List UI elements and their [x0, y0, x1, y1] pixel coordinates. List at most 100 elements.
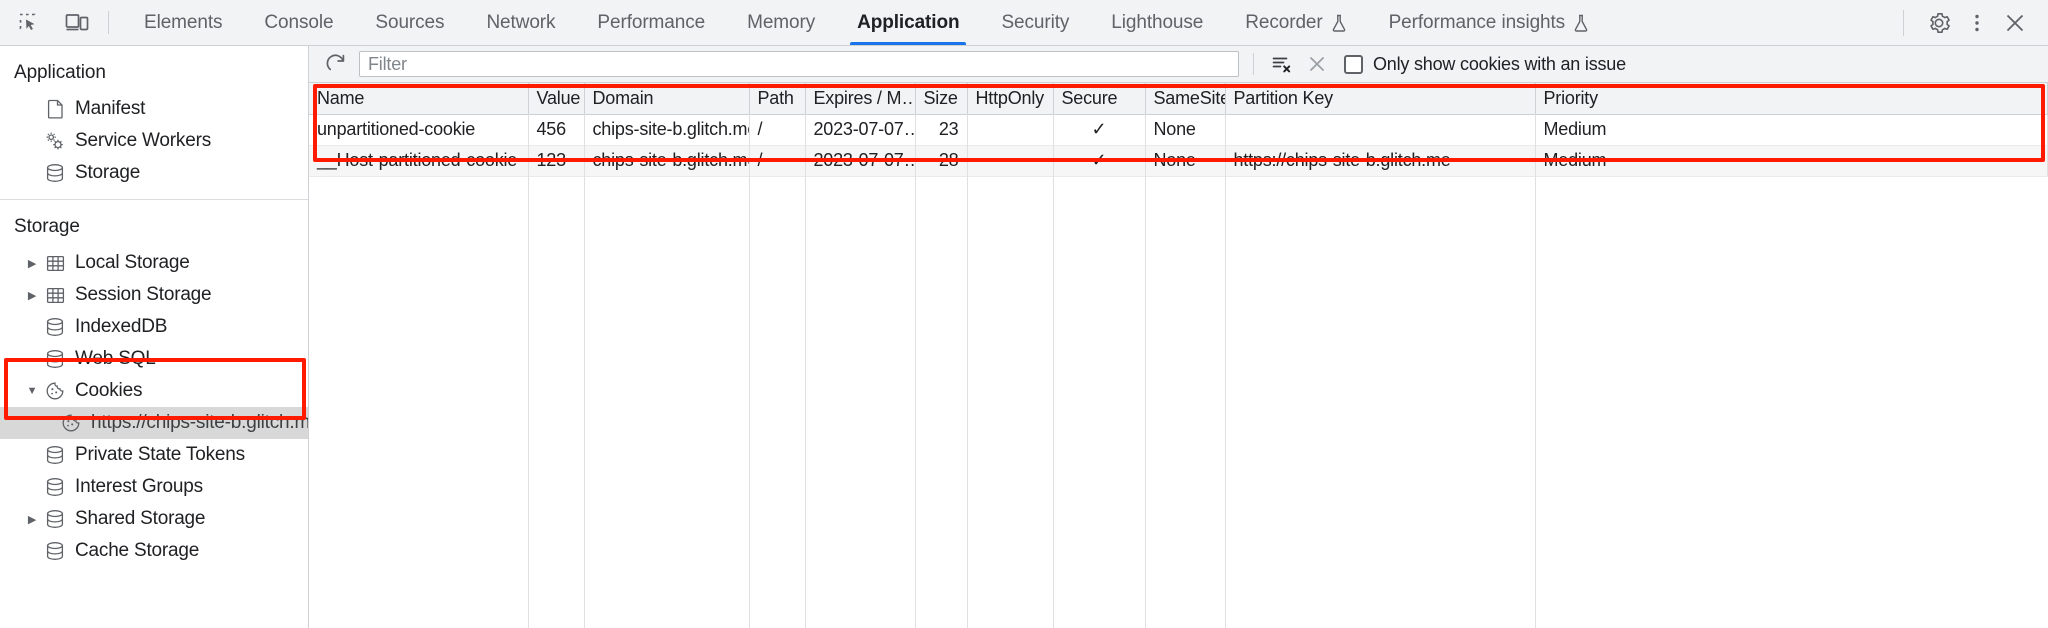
sidebar-item-web-sql[interactable]: ▶ Web SQL — [0, 343, 308, 375]
database-icon — [42, 541, 68, 561]
refresh-icon[interactable] — [323, 51, 349, 77]
cell-expires: 2023-07-07… — [805, 145, 916, 177]
database-icon — [42, 317, 68, 337]
column-header-value[interactable]: Value — [528, 83, 585, 115]
gears-icon — [42, 131, 68, 152]
sidebar-item-session-storage[interactable]: ▶ Session Storage — [0, 279, 308, 311]
sidebar-item-label: Shared Storage — [75, 508, 206, 529]
column-header-expires[interactable]: Expires / M… — [805, 83, 916, 115]
column-header-domain[interactable]: Domain — [584, 83, 750, 115]
sidebar-item-label: Interest Groups — [75, 476, 203, 497]
filter-input[interactable]: Filter — [359, 51, 1239, 77]
tab-label: Performance — [597, 11, 706, 33]
tab-label: Console — [264, 11, 334, 33]
sidebar-item-shared-storage[interactable]: ▶ Shared Storage — [0, 503, 308, 535]
sidebar-item-cookies[interactable]: ▼ Cookies — [0, 375, 308, 407]
clear-filter-icon[interactable] — [1268, 51, 1294, 77]
column-header-priority[interactable]: Priority — [1535, 83, 2048, 115]
cookie-icon — [58, 413, 84, 433]
sidebar-item-label: Manifest — [75, 98, 146, 119]
filter-placeholder: Filter — [368, 53, 407, 74]
cell-expires: 2023-07-07… — [805, 114, 916, 146]
table-row[interactable]: unpartitioned-cookie 456 chips-site-b.gl… — [309, 114, 2048, 146]
tab-label: Network — [486, 11, 556, 33]
column-header-name[interactable]: Name — [309, 83, 529, 115]
cell-priority: Medium — [1535, 114, 2048, 146]
sidebar-item-indexeddb[interactable]: ▶ IndexedDB — [0, 311, 308, 343]
tab-network[interactable]: Network — [465, 0, 576, 45]
sidebar-section-title: Storage — [14, 216, 80, 237]
sidebar-item-label: Web SQL — [75, 348, 156, 369]
tab-label: Sources — [375, 11, 445, 33]
column-header-httponly[interactable]: HttpOnly — [967, 83, 1054, 115]
device-toolbar-icon[interactable] — [62, 8, 92, 38]
devtools-tabbar: Elements Console Sources Network Perform… — [0, 0, 2048, 46]
cell-partition-key: https://chips-site-b.glitch.me — [1225, 145, 1536, 177]
cookie-icon — [42, 381, 68, 401]
tab-memory[interactable]: Memory — [726, 0, 836, 45]
tab-recorder[interactable]: Recorder — [1224, 0, 1367, 45]
cell-samesite: None — [1145, 114, 1226, 146]
toolbar-divider — [1253, 53, 1254, 75]
cookies-toolbar: Filter Only show cookies with an issue — [309, 46, 2048, 83]
tab-console[interactable]: Console — [243, 0, 354, 45]
chevron-right-icon[interactable]: ▶ — [27, 289, 37, 302]
table-icon — [42, 286, 68, 305]
sidebar-item-label: https://chips-site-b.glitch.me — [91, 412, 309, 433]
more-options-icon[interactable] — [1960, 6, 1994, 40]
sidebar-item-storage[interactable]: ▶ Storage — [0, 157, 308, 189]
tabbar-right-divider — [1903, 9, 1904, 36]
column-header-path[interactable]: Path — [749, 83, 806, 115]
cell-secure: ✓ — [1053, 114, 1146, 146]
chevron-down-icon[interactable]: ▼ — [26, 385, 38, 397]
devtools-body: Application ▶ Manifest ▶ — [0, 46, 2048, 628]
cookies-table-container: Name Value Domain Path Expires / M… Size… — [309, 83, 2048, 628]
tab-application[interactable]: Application — [836, 0, 980, 45]
database-icon — [42, 509, 68, 529]
inspect-element-icon[interactable] — [14, 8, 44, 38]
sidebar-item-cache-storage[interactable]: ▶ Cache Storage — [0, 535, 308, 567]
table-row[interactable]: __Host-partitioned-cookie 123 chips-site… — [309, 145, 2048, 177]
sidebar-item-interest-groups[interactable]: ▶ Interest Groups — [0, 471, 308, 503]
sidebar-item-label: Service Workers — [75, 130, 212, 151]
tab-sources[interactable]: Sources — [354, 0, 465, 45]
tab-elements[interactable]: Elements — [123, 0, 243, 45]
sidebar-item-local-storage[interactable]: ▶ Local Storage — [0, 247, 308, 279]
database-icon — [42, 477, 68, 497]
chevron-right-icon[interactable]: ▶ — [27, 257, 37, 270]
cell-secure: ✓ — [1053, 145, 1146, 177]
sidebar-item-private-state-tokens[interactable]: ▶ Private State Tokens — [0, 439, 308, 471]
column-header-samesite[interactable]: SameSite — [1145, 83, 1226, 115]
sidebar-item-label: Local Storage — [75, 252, 190, 273]
tab-security[interactable]: Security — [980, 0, 1090, 45]
sidebar-section-storage: Storage ▶ Local Storage ▶ Session Storag… — [0, 199, 308, 577]
sidebar-item-manifest[interactable]: ▶ Manifest — [0, 93, 308, 125]
tab-performance-insights[interactable]: Performance insights — [1368, 0, 1610, 45]
cell-value: 123 — [528, 145, 585, 177]
tab-performance[interactable]: Performance — [576, 0, 726, 45]
tabbar-divider — [108, 11, 109, 34]
cell-size: 28 — [915, 145, 968, 177]
chevron-right-icon[interactable]: ▶ — [27, 513, 37, 526]
cell-name: unpartitioned-cookie — [309, 114, 529, 146]
checkbox-box[interactable] — [1344, 54, 1363, 74]
sidebar-item-cookie-origin[interactable]: https://chips-site-b.glitch.me — [0, 407, 308, 439]
tab-lighthouse[interactable]: Lighthouse — [1090, 0, 1224, 45]
tab-label: Security — [1001, 11, 1070, 33]
tab-label: Application — [857, 11, 960, 33]
clear-all-icon[interactable] — [1304, 51, 1330, 77]
column-header-size[interactable]: Size — [915, 83, 968, 115]
close-icon[interactable] — [1998, 6, 2032, 40]
application-sidebar: Application ▶ Manifest ▶ — [0, 46, 309, 628]
cell-domain: chips-site-b.glitch.me — [584, 114, 750, 146]
column-header-secure[interactable]: Secure — [1053, 83, 1146, 115]
tabbar-left-icons — [0, 0, 92, 45]
column-header-partition-key[interactable]: Partition Key — [1225, 83, 1536, 115]
sidebar-section-application: Application ▶ Manifest ▶ — [0, 46, 308, 199]
only-show-issues-checkbox[interactable]: Only show cookies with an issue — [1344, 54, 1626, 75]
table-body: unpartitioned-cookie 456 chips-site-b.gl… — [309, 114, 2048, 177]
sidebar-item-service-workers[interactable]: ▶ Service Workers — [0, 125, 308, 157]
settings-gear-icon[interactable] — [1922, 6, 1956, 40]
tabbar-right-icons — [1903, 0, 2048, 45]
